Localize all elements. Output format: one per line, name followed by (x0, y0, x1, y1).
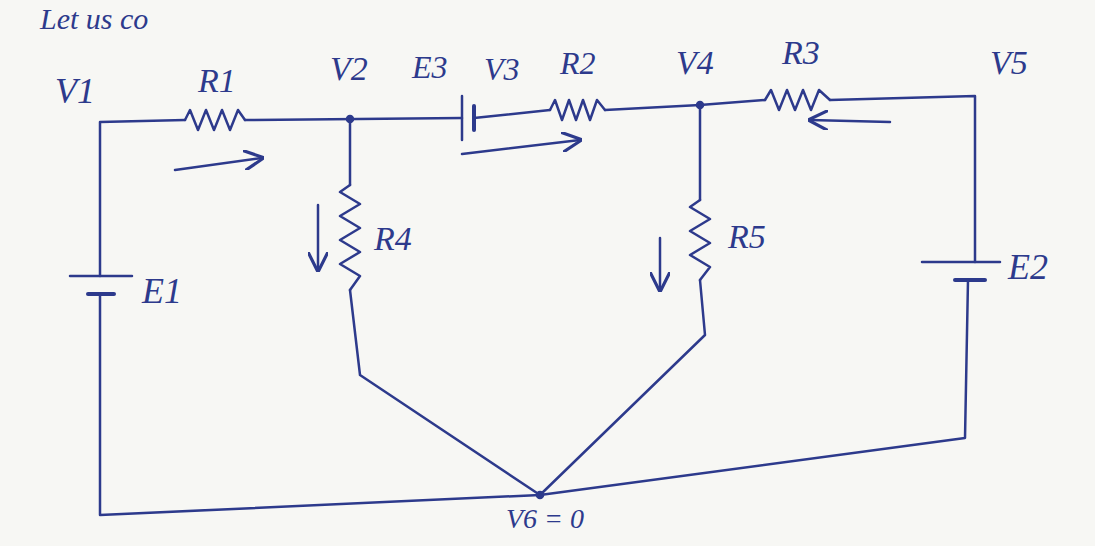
node-voltage: V3 (484, 52, 520, 87)
component-label: E1 (142, 272, 182, 312)
current-arrow (462, 140, 580, 154)
note-text: Let us co (40, 2, 148, 35)
current-arrow (810, 120, 890, 122)
wire (605, 100, 765, 110)
node-voltage: V5 (990, 44, 1028, 81)
resistor-symbol (185, 110, 245, 130)
resistor-symbol (340, 185, 360, 290)
battery-plate (922, 261, 1000, 264)
wire (699, 105, 702, 200)
component-label: R3 (782, 34, 820, 71)
battery-plate (70, 275, 132, 278)
wire (349, 119, 352, 185)
component-label: R2 (560, 46, 596, 81)
ground-node (537, 492, 543, 498)
wire (100, 120, 185, 276)
resistor-symbol (550, 100, 605, 120)
resistor-symbol (765, 90, 830, 110)
wire (540, 280, 705, 495)
battery-plate (461, 96, 464, 140)
component-label: E2 (1008, 248, 1048, 288)
ground-label: V6 = 0 (506, 504, 584, 535)
component-label: R5 (728, 218, 766, 255)
current-arrow (659, 238, 662, 290)
node-voltage: V4 (676, 44, 714, 81)
current-arrow (317, 205, 320, 270)
node-voltage: V2 (330, 50, 368, 87)
component-label: R4 (374, 220, 412, 257)
component-label: R1 (198, 62, 236, 99)
component-label: E3 (412, 50, 448, 85)
battery-plate (955, 278, 985, 282)
wire (540, 280, 968, 495)
wire (350, 290, 540, 495)
wire (474, 110, 550, 118)
wire (100, 294, 540, 515)
resistor-symbol (690, 200, 710, 280)
node-voltage: V1 (55, 72, 95, 112)
current-arrow (175, 158, 262, 170)
